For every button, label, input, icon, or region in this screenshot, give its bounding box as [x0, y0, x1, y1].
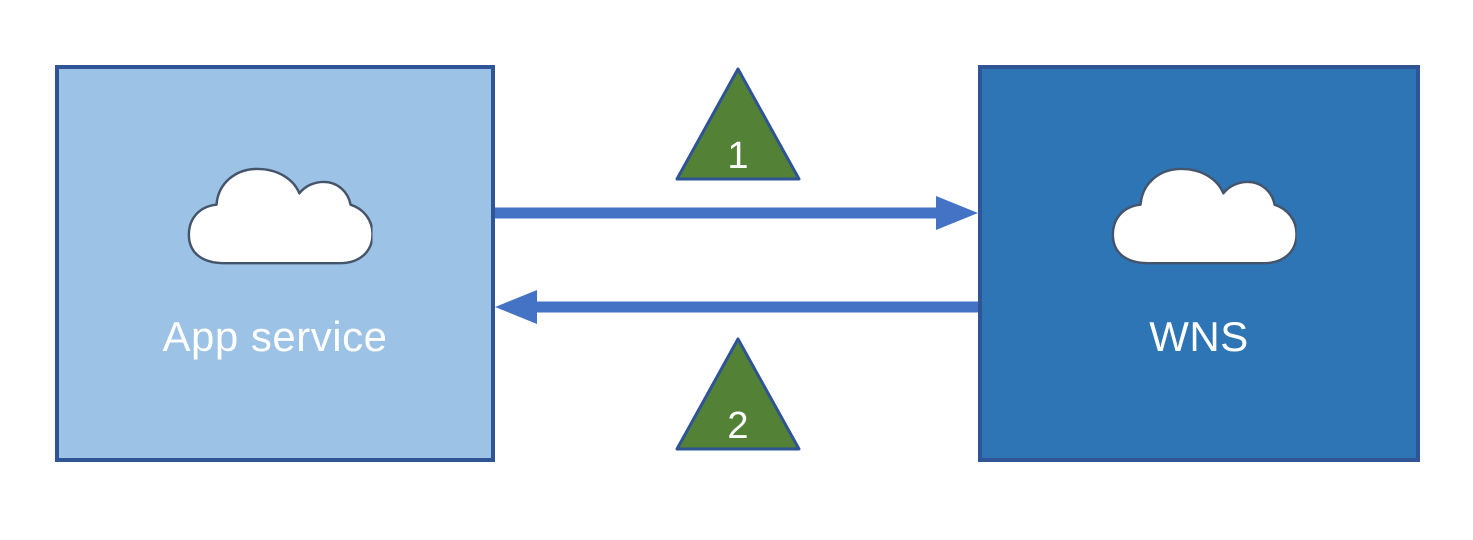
cloud-icon [178, 155, 373, 269]
step-1-marker: 1 [673, 65, 803, 183]
app-service-node: App service [55, 65, 495, 462]
step-2-marker: 2 [673, 335, 803, 453]
wns-node: WNS [978, 65, 1420, 462]
app-service-label: App service [162, 313, 388, 360]
step-number: 1 [727, 135, 749, 177]
arrow-app-to-wns-icon [495, 193, 978, 233]
cloud-icon [1102, 155, 1297, 269]
step-number: 2 [727, 405, 749, 447]
arrow-wns-to-app-icon [495, 287, 978, 327]
wns-label: WNS [1149, 313, 1249, 360]
